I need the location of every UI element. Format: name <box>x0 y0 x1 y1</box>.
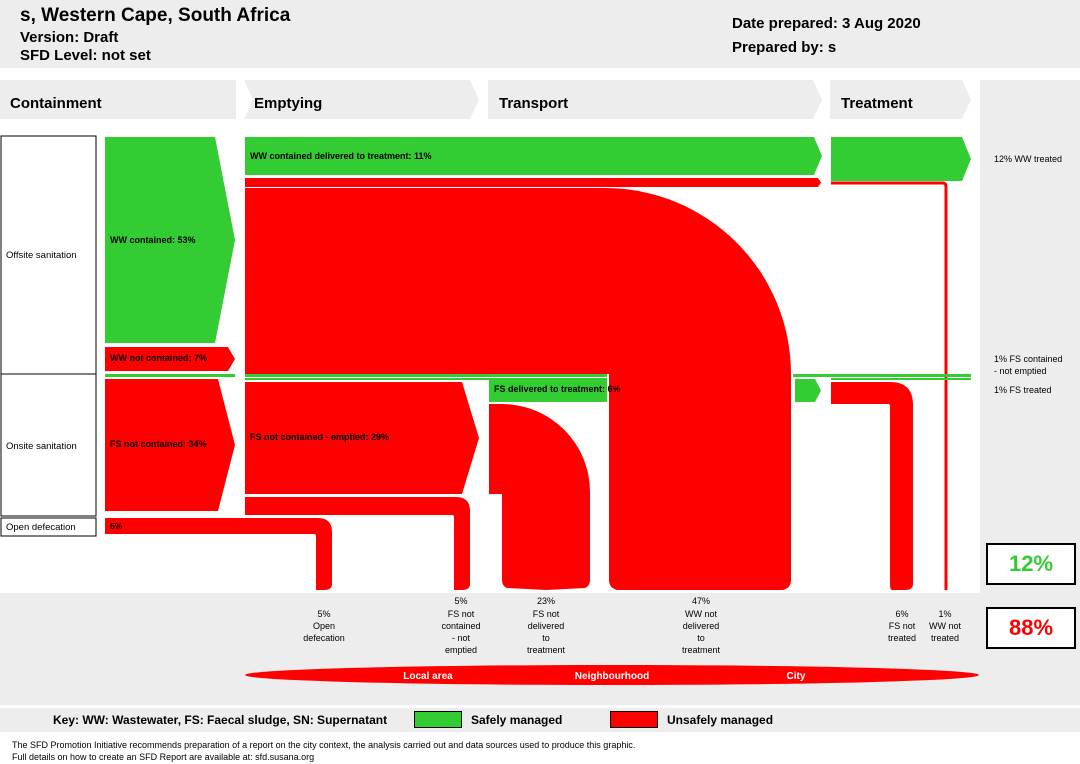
offsite-box <box>0 135 97 375</box>
svg-text:47%: 47% <box>692 596 710 606</box>
date-prepared-label: Date prepared: 3 Aug 2020 <box>732 15 921 32</box>
svg-text:treated: treated <box>888 633 916 643</box>
svg-text:FS not: FS not <box>448 609 475 619</box>
header: s, Western Cape, South Africa Version: D… <box>0 0 1080 68</box>
fs-contained-line-2 <box>245 374 607 377</box>
footer-line-2: Full details on how to create an SFD Rep… <box>12 752 315 762</box>
unsafely-managed-total: 88% <box>986 607 1076 649</box>
key-bar: Key: WW: Wastewater, FS: Faecal sludge, … <box>0 708 1080 732</box>
svg-text:WW not: WW not <box>929 621 962 631</box>
ww-contained-label: WW contained: 53% <box>110 235 196 245</box>
stage-emptying-arrow <box>244 80 479 119</box>
stage-transport-label: Transport <box>499 95 568 112</box>
fs-contained-line-3 <box>245 378 607 380</box>
fs-delivered-bar <box>489 379 607 402</box>
svg-text:delivered: delivered <box>528 621 565 631</box>
ww-treated-arrow <box>831 137 971 181</box>
fs-not-delivered-flow <box>489 404 590 590</box>
outcome-ww-not-delivered: 47% WW not delivered to treatment <box>682 596 721 655</box>
outcome-open-defecation: 5% Open defecation <box>303 609 345 643</box>
stage-treatment-label: Treatment <box>841 95 913 112</box>
safe-key-label: Safely managed <box>471 713 563 727</box>
ww-contained-arrow <box>105 137 235 343</box>
svg-text:treatment: treatment <box>682 645 721 655</box>
fs-delivered-arrow-tip <box>795 379 821 402</box>
svg-text:23%: 23% <box>537 596 555 606</box>
svg-text:5%: 5% <box>454 596 467 606</box>
svg-text:contained: contained <box>441 621 480 631</box>
svg-text:Open: Open <box>313 621 335 631</box>
offsite-label: Offsite sanitation <box>6 250 77 261</box>
fs-treated-label: 1% FS treated <box>994 385 1052 395</box>
version-label: Version: Draft <box>20 29 119 46</box>
page-title: s, Western Cape, South Africa <box>20 5 291 26</box>
ww-not-treated-line <box>831 181 948 590</box>
svg-text:emptied: emptied <box>445 645 477 655</box>
outcome-fs-not-delivered: 23% FS not delivered to treatment <box>527 596 566 655</box>
svg-text:1%: 1% <box>938 609 951 619</box>
bottom-band <box>0 593 1080 705</box>
onsite-box <box>0 373 97 517</box>
area-ellipse <box>245 665 979 685</box>
fs-not-contained-arrow <box>105 379 235 511</box>
ww-not-treated-stripe <box>245 178 821 187</box>
fs-contained-line-4 <box>793 374 971 377</box>
sfd-diagram: Containment Emptying Transport Treatment… <box>0 80 1080 705</box>
unsafe-key-label: Unsafely managed <box>667 713 774 727</box>
svg-text:6%: 6% <box>895 609 908 619</box>
fs-contained-line-1 <box>105 374 235 377</box>
ww-not-contained-arrow <box>105 347 235 371</box>
unsafe-swatch <box>610 711 658 728</box>
ww-delivered-label: WW contained delivered to treatment: 11% <box>250 151 432 161</box>
open-defecation-label: Open defecation <box>6 522 76 533</box>
svg-text:5%: 5% <box>317 609 330 619</box>
fs-not-contained-label: FS not contained: 34% <box>110 439 207 449</box>
svg-text:treatment: treatment <box>527 645 566 655</box>
safe-swatch <box>414 711 462 728</box>
area-local-label: Local area <box>403 671 453 682</box>
svg-text:delivered: delivered <box>683 621 720 631</box>
fs-contained-line-5 <box>831 378 971 380</box>
area-city-label: City <box>787 671 806 682</box>
sfd-level-label: SFD Level: not set <box>20 47 151 64</box>
ww-treated-label: 12% WW treated <box>994 154 1062 164</box>
stage-treatment-arrow <box>830 80 971 119</box>
key-text: Key: WW: Wastewater, FS: Faecal sludge, … <box>53 713 388 727</box>
stage-transport-arrow <box>488 80 822 119</box>
ww-not-contained-label: WW not contained: 7% <box>110 353 207 363</box>
area-neighbourhood-label: Neighbourhood <box>575 671 649 682</box>
svg-text:FS not: FS not <box>533 609 560 619</box>
right-panel <box>980 80 1080 593</box>
open-defecation-box <box>0 517 97 537</box>
outcome-fs-not-emptied: 5% FS not contained - not emptied <box>441 596 480 655</box>
svg-text:defecation: defecation <box>303 633 345 643</box>
open-defecation-value: 5% <box>110 521 123 531</box>
fs-not-treated-flow <box>831 382 913 590</box>
stage-emptying-label: Emptying <box>254 95 322 112</box>
onsite-label: Onsite sanitation <box>6 441 77 452</box>
svg-text:WW not: WW not <box>685 609 718 619</box>
open-defecation-flow <box>105 518 332 590</box>
svg-text:FS not: FS not <box>889 621 916 631</box>
fs-delivered-label: FS delivered to treatment: 6% <box>494 384 621 394</box>
svg-text:to: to <box>542 633 550 643</box>
svg-text:treated: treated <box>931 633 959 643</box>
footer-line-1: The SFD Promotion Initiative recommends … <box>12 740 636 750</box>
svg-text:to: to <box>697 633 705 643</box>
fs-emptied-arrow <box>245 382 479 494</box>
safely-managed-total: 12% <box>986 543 1076 585</box>
fs-emptied-label: FS not contained - emptied: 29% <box>250 432 389 442</box>
prepared-by-label: Prepared by: s <box>732 39 837 56</box>
fs-not-emptied-flow <box>245 497 470 590</box>
stage-containment-label: Containment <box>10 95 102 112</box>
outcome-ww-not-treated: 1% WW not treated <box>929 609 962 643</box>
svg-text:- not: - not <box>452 633 471 643</box>
fs-contained-label-1: 1% FS contained <box>994 354 1063 364</box>
outcome-fs-not-treated: 6% FS not treated <box>888 609 916 643</box>
ww-not-delivered-flow <box>245 188 791 590</box>
stage-containment-bar <box>0 80 236 119</box>
fs-contained-label-2: - not emptied <box>994 366 1047 376</box>
ww-delivered-arrow <box>245 137 822 175</box>
